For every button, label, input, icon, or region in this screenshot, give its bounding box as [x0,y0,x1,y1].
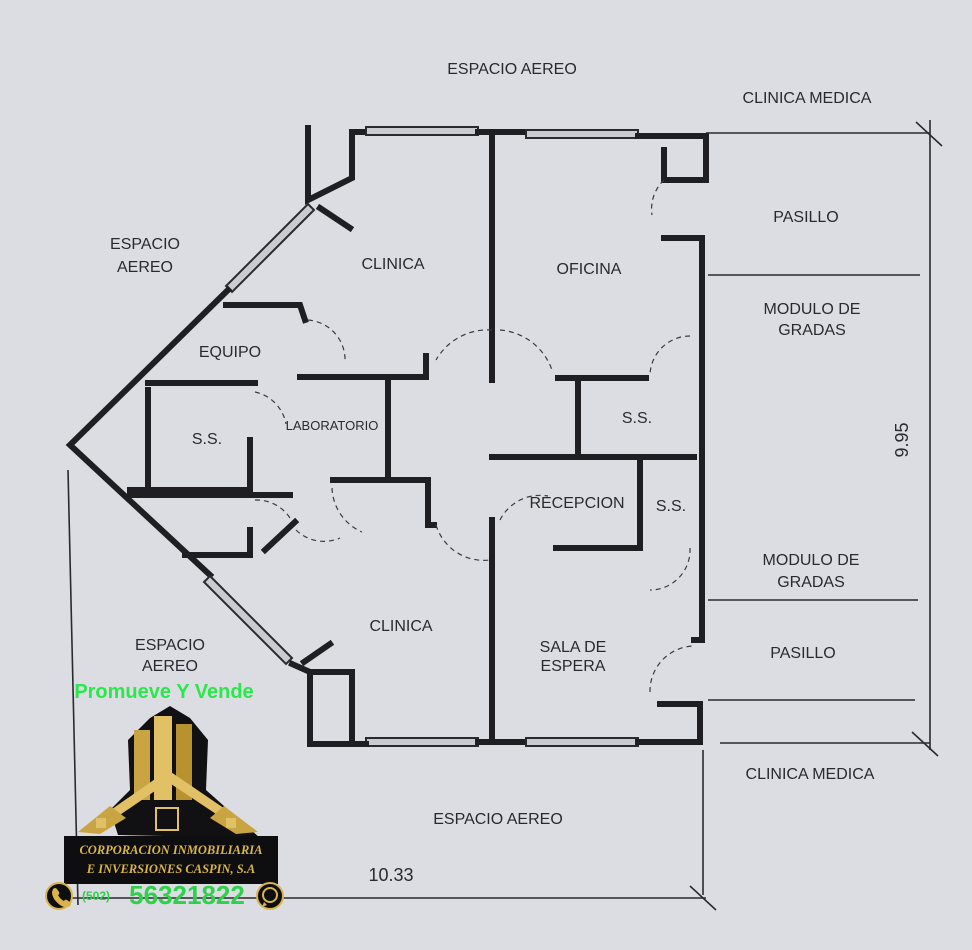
phone-icon [45,882,73,910]
label-clinica-medica-bottom: CLINICA MEDICA [746,766,875,783]
promo-text: Promueve Y Vende [74,681,253,703]
area-modulo-gradas-top-1: MODULO DE [764,301,861,318]
phone-number: 56321822 [129,880,245,910]
label-espacio-aereo-left-2: AEREO [117,259,173,276]
room-ss-right-bottom: S.S. [656,498,686,515]
area-modulo-gradas-top-2: GRADAS [778,322,846,339]
room-recepcion: RECEPCION [529,495,624,512]
company-watermark: Promueve Y Vende CORPORACION INMOBILIARI… [45,681,284,910]
label-espacio-aereo-bottom: ESPACIO AEREO [433,811,563,828]
label-clinica-medica-top: CLINICA MEDICA [743,90,872,107]
interior-walls [127,131,697,745]
area-modulo-gradas-bottom-2: GRADAS [777,574,845,591]
area-pasillo-bottom: PASILLO [770,645,836,662]
room-equipo: EQUIPO [199,344,261,361]
building-logo-icon [64,706,278,884]
room-sala-espera-1: SALA DE [540,639,607,656]
label-espacio-aereo-bl-2: AEREO [142,658,198,675]
dimension-lines [67,120,943,911]
label-espacio-aereo-bl-1: ESPACIO [135,637,205,654]
whatsapp-icon [256,882,284,910]
dimension-height: 9.95 [892,422,912,457]
room-laboratorio: LABORATORIO [286,418,379,433]
door-swings [254,179,695,693]
area-pasillo-top: PASILLO [773,209,839,226]
label-espacio-aereo-left-1: ESPACIO [110,236,180,253]
room-clinica-top: CLINICA [361,256,424,273]
company-line-1: CORPORACION INMOBILIARIA [79,843,262,857]
room-sala-espera-2: ESPERA [541,658,606,675]
room-ss-right-top: S.S. [622,410,652,427]
label-espacio-aereo-top: ESPACIO AEREO [447,61,577,78]
phone-prefix: (502) [82,889,110,903]
dimension-width: 10.33 [368,865,413,885]
area-modulo-gradas-bottom-1: MODULO DE [763,552,860,569]
exterior-walls [65,125,709,747]
room-labels: ESPACIO AEREO CLINICA MEDICA ESPACIO AER… [110,61,875,828]
room-ss-left: S.S. [192,431,222,448]
room-clinica-bottom: CLINICA [369,618,432,635]
company-line-2: E INVERSIONES CASPIN, S.A [86,862,255,876]
room-oficina: OFICINA [557,261,622,278]
